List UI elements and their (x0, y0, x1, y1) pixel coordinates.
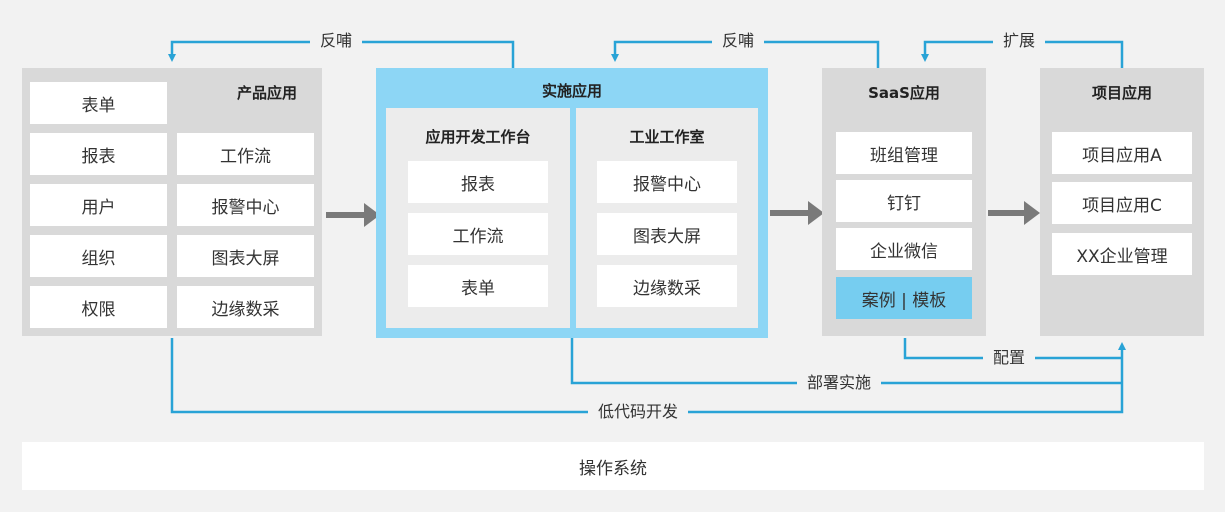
saas-item-wecom: 企业微信 (836, 228, 972, 270)
product-panel: 产品应用 表单 报表 用户 组织 权限 工作流 报警中心 图表大屏 边缘数采 (22, 68, 322, 336)
feedback-label-2: 反哺 (712, 31, 765, 51)
product-item-workflow: 工作流 (177, 133, 314, 175)
arrow-product-impl-head (364, 203, 380, 227)
saas-case-template: 案例 | 模板 (836, 277, 972, 319)
product-title: 产品应用 (237, 84, 298, 102)
product-item-form: 表单 (30, 82, 167, 124)
product-item-user: 用户 (30, 184, 167, 226)
project-title: 项目应用 (1091, 84, 1152, 102)
project-item-c: 项目应用C (1052, 182, 1192, 224)
implementation-panel: 实施应用 应用开发工作台 报表 工作流 表单 工业工作室 报警中心 图表大屏 边… (376, 68, 768, 338)
dev-item-report: 报表 (408, 161, 548, 203)
studio-item-alarm: 报警中心 (597, 161, 737, 203)
product-item-report: 报表 (30, 133, 167, 175)
saas-title: SaaS应用 (868, 84, 940, 102)
dev-item-form: 表单 (408, 265, 548, 307)
industrial-studio: 工业工作室 报警中心 图表大屏 边缘数采 (576, 108, 758, 328)
lowcode-label: 低代码开发 (588, 402, 689, 422)
deploy-label: 部署实施 (797, 373, 882, 393)
product-item-org: 组织 (30, 235, 167, 277)
studio-item-edge: 边缘数采 (597, 265, 737, 307)
industrial-studio-title: 工业工作室 (629, 128, 705, 146)
project-item-xx: XX企业管理 (1052, 233, 1192, 275)
expand-label: 扩展 (993, 31, 1046, 51)
config-line (903, 338, 1122, 360)
product-item-alarm: 报警中心 (177, 184, 314, 226)
implementation-title: 实施应用 (541, 82, 602, 100)
product-item-dashboard: 图表大屏 (177, 235, 314, 277)
operating-system-bar: 操作系统 (22, 442, 1204, 490)
product-item-edge: 边缘数采 (177, 286, 314, 328)
studio-item-dashboard: 图表大屏 (597, 213, 737, 255)
arrow-saas-project-shaft (988, 210, 1026, 216)
arrow-impl-saas-head (808, 201, 824, 225)
dev-workbench: 应用开发工作台 报表 工作流 表单 (386, 108, 570, 328)
product-item-permission: 权限 (30, 286, 167, 328)
project-panel: 项目应用 项目应用A 项目应用C XX企业管理 (1040, 68, 1204, 336)
feedback-label-1: 反哺 (310, 31, 363, 51)
project-item-a: 项目应用A (1052, 132, 1192, 174)
arrow-saas-project-head (1024, 201, 1040, 225)
saas-item-dingtalk: 钉钉 (836, 180, 972, 222)
deploy-line (570, 338, 1122, 385)
saas-item-team: 班组管理 (836, 132, 972, 174)
dev-item-workflow: 工作流 (408, 213, 548, 255)
arrow-impl-saas-shaft (770, 210, 810, 216)
config-label: 配置 (983, 348, 1036, 368)
saas-panel: SaaS应用 班组管理 钉钉 企业微信 案例 | 模板 (822, 68, 986, 336)
arrow-product-impl-shaft (326, 212, 366, 218)
lowcode-line (170, 338, 1126, 414)
dev-workbench-title: 应用开发工作台 (425, 128, 531, 146)
